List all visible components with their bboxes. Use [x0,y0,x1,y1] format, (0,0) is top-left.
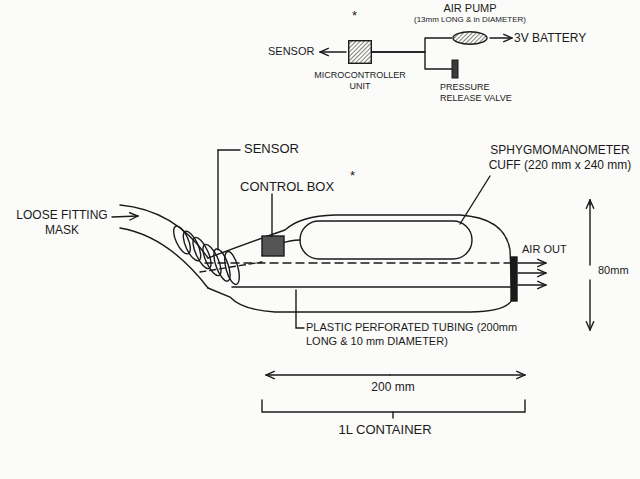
component-node: AIR PUMP(13mm LONG & in DIAMETER) [452,31,488,45]
air-out-arrow [518,284,546,285]
text-label: 1L CONTAINER [320,422,450,438]
height-dimension [589,280,590,330]
length-dimension [266,374,390,375]
air-out-arrow [518,272,546,273]
component-label: (13mm LONG & in DIAMETER) [410,15,530,25]
text-label: SENSOR [268,45,320,59]
sensor-arrow [320,51,346,52]
sensor-leader [217,150,218,250]
cuff-shape [300,221,472,259]
text-label: * [350,168,362,184]
text-label: 3V BATTERY [514,31,609,46]
text-label: 200 mm [360,380,426,395]
text-label: 80mm [598,264,638,278]
component-node: MICROCONTROLLER UNIT [348,40,372,64]
text-label: CONTROL BOX [240,179,352,195]
node-outline [452,60,458,78]
sensor-coil [170,224,242,286]
component-label: AIR PUMP [435,2,505,15]
control-box-leader [271,194,272,236]
component-label: PRESSURE RELEASE VALVE [440,82,528,104]
height-dimension [589,200,590,265]
text-label: * [352,8,364,24]
mask-leader [112,216,138,217]
length-dimension [390,374,525,375]
tubing-leader [296,290,304,328]
text-label: SENSOR [244,141,314,157]
control-box [262,236,284,256]
node-shape [453,32,487,44]
battery-arrow [490,37,512,38]
component-node: PRESSURE RELEASE VALVE [452,60,458,78]
container-bracket [262,400,525,412]
node-outline [452,31,488,45]
container-bracket [392,412,393,418]
wire-connector [372,38,452,52]
node-shape [349,41,372,64]
text-label: AIR OUT [522,243,584,257]
text-label: SPHYGMOMANOMETER CUFF (220 mm x 240 mm) [484,143,636,173]
text-label: PLASTIC PERFORATED TUBING (200mm LONG & … [306,321,526,349]
text-label: LOOSE FITTING MASK [6,208,118,238]
node-outline [348,40,372,64]
cuff-leader [460,176,490,224]
container-cap [511,257,517,301]
wire-connector [372,52,452,69]
node-shape [452,60,458,78]
component-label: MICROCONTROLLER UNIT [312,70,408,92]
sensor-leader [218,149,240,150]
tubing-wall [232,286,512,287]
air-out-arrow [518,262,546,263]
